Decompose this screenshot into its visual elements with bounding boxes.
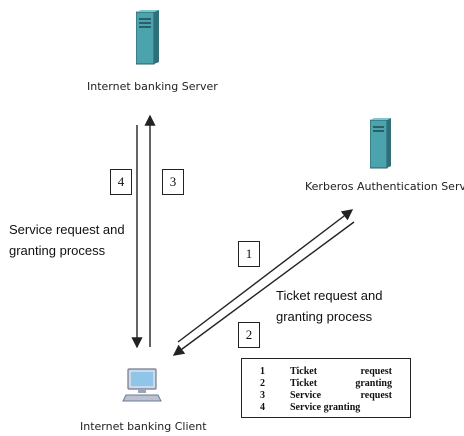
legend-text: Ticket <box>290 365 318 377</box>
legend-row: 1 Ticket request <box>260 365 392 377</box>
computer-monitor-icon <box>122 368 162 402</box>
legend-text: request <box>360 389 392 401</box>
step-box-2: 2 <box>238 322 260 348</box>
internet-banking-server <box>136 10 160 66</box>
legend-number: 2 <box>260 377 265 389</box>
ticket-process-line2: granting process <box>276 309 373 324</box>
service-process-line1: Service request and <box>9 222 125 237</box>
ticket-process-line1: Ticket request and <box>276 288 383 303</box>
legend-row: 4 Service granting <box>260 401 392 413</box>
internet-banking-client-label: Internet banking Client <box>80 420 207 433</box>
service-process-line2: granting process <box>9 243 106 258</box>
legend-text: request <box>360 365 392 377</box>
step-box-4: 4 <box>110 169 132 195</box>
kerberos-server <box>370 118 392 170</box>
legend-row: 2 Ticket granting <box>260 377 392 389</box>
legend-text: Service granting <box>290 401 361 413</box>
ticket-process-label: Ticket request and granting process <box>276 285 382 327</box>
step-box-3: 3 <box>162 169 184 195</box>
service-process-label: Service request and granting process <box>9 219 125 261</box>
internet-banking-client <box>122 368 162 404</box>
arrow-step-2 <box>172 221 355 356</box>
legend-text: Service <box>290 389 322 401</box>
legend-row: 3 Service request <box>260 389 392 401</box>
server-tower-icon <box>136 10 159 65</box>
step-box-1: 1 <box>238 241 260 267</box>
internet-banking-server-label: Internet banking Server <box>87 80 218 93</box>
kerberos-server-label: Kerberos Authentication Server <box>305 180 464 193</box>
arrow-step-1 <box>177 209 354 343</box>
legend-number: 3 <box>260 389 265 401</box>
legend-text: granting <box>355 377 392 389</box>
legend-box: 1 Ticket request 2 Ticket granting 3 Ser… <box>241 358 411 418</box>
legend-number: 4 <box>260 401 265 413</box>
server-tower-icon <box>370 118 391 169</box>
legend-number: 1 <box>260 365 265 377</box>
legend-text: Ticket <box>290 377 318 389</box>
